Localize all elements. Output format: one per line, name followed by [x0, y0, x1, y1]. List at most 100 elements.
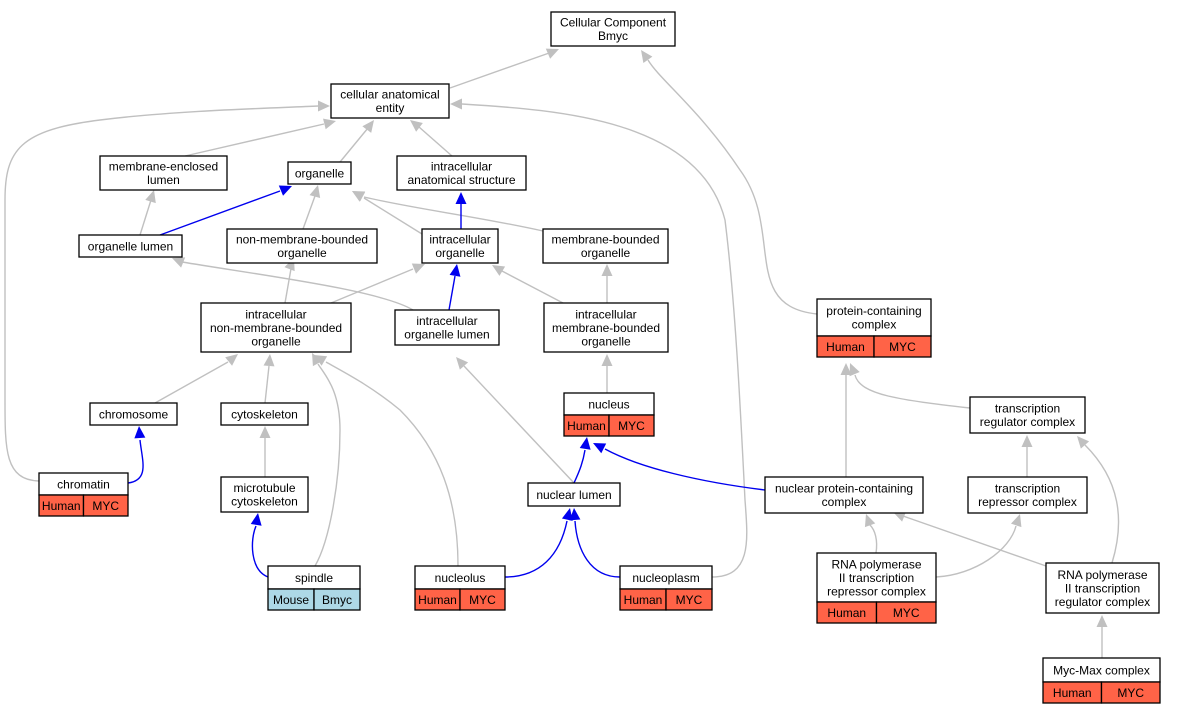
node-label-line: organelle — [295, 166, 345, 180]
edge-line — [461, 103, 748, 578]
edge-rnap2_repressor_complex-to-nuclear_protein_containing_complex — [864, 514, 878, 554]
node-tag-label: Human — [418, 593, 457, 607]
edge-nuclear_lumen-to-nucleus — [573, 437, 591, 484]
node-label-line: Myc-Max complex — [1053, 663, 1150, 677]
arrowhead-icon — [840, 363, 852, 375]
edge-line — [869, 524, 878, 554]
edge-nuclear_protein_containing_complex-to-nucleus — [593, 443, 766, 491]
arrowhead-icon — [593, 443, 607, 454]
arrowhead-icon — [450, 98, 462, 110]
edge-line — [504, 520, 568, 578]
node-box — [969, 396, 1086, 434]
node-tag-cell — [665, 588, 713, 611]
node-label-line: organelle — [581, 334, 631, 348]
node-box — [421, 228, 499, 264]
node-tag-label: Human — [567, 419, 606, 433]
arrowhead-icon — [263, 354, 275, 367]
edge-line — [251, 525, 269, 578]
node-label-line: spindle — [295, 571, 333, 585]
arrowhead-icon — [318, 100, 330, 112]
edge-line — [302, 195, 316, 230]
arrowhead-icon — [455, 192, 467, 204]
node-tag-label: MYC — [676, 593, 703, 607]
arrowhead-icon — [314, 355, 328, 366]
node-box — [1042, 657, 1161, 683]
node-tag-label: Human — [624, 593, 663, 607]
node-chromosome[interactable]: chromosome — [89, 402, 178, 426]
node-label-line: repressor complex — [978, 495, 1077, 509]
edge-line — [1084, 444, 1120, 564]
edge-line — [902, 515, 1047, 567]
arrowhead-icon — [172, 257, 186, 268]
node-tag-cell — [82, 494, 129, 517]
node-organelle-lumen[interactable]: organelle lumen — [78, 234, 183, 258]
edge-line — [363, 197, 423, 235]
arrowhead-icon — [1010, 514, 1022, 528]
edge-line — [448, 275, 456, 311]
edge-nucleolus-to-nuclear_lumen — [504, 508, 573, 578]
node-nuclear-lumen[interactable]: nuclear lumen — [527, 482, 621, 507]
node-cytoskeleton[interactable]: cytoskeleton — [220, 402, 309, 426]
edge-nuclear_protein_containing_complex-to-protein_containing_complex — [840, 363, 852, 477]
node-label-line: membrane-enclosed — [109, 160, 218, 174]
edge-line — [4, 105, 319, 482]
edge-myc_max_complex-to-rnap2_regulator_complex — [1096, 615, 1108, 658]
arrowhead-icon — [362, 120, 374, 133]
node-intracellular-nmb-organelle[interactable]: intracellularnon-membrane-boundedorganel… — [200, 302, 352, 353]
edge-membrane_enclosed_lumen-to-cellular_anatomical_entity — [184, 118, 336, 157]
node-box — [967, 476, 1088, 514]
node-label-line: organelle — [277, 246, 327, 260]
node-tag-cell — [873, 335, 932, 358]
edge-cytoskeleton-to-intracellular_nmb_organelle — [263, 354, 275, 404]
edge-cellular_anatomical_entity-to-root — [449, 48, 559, 89]
edge-nucleoplasm-to-cellular_anatomical_entity — [450, 98, 748, 578]
edge-line — [647, 59, 818, 315]
node-label-line: anatomical structure — [407, 173, 515, 187]
arrowhead-icon — [225, 354, 238, 366]
node-label-line: repressor complex — [827, 584, 926, 598]
node-label-line: organelle — [435, 246, 485, 260]
edge-line — [935, 525, 1017, 578]
edge-intracellular_organelle_lumen-to-intracellular_organelle — [448, 264, 461, 311]
edge-rnap2_repressor_complex-to-transcription_repressor_complex — [935, 514, 1022, 578]
node-label-line: organelle — [581, 246, 631, 260]
arrowhead-icon — [601, 354, 613, 366]
node-label-line: II transcription — [1065, 581, 1140, 595]
arrowhead-icon — [145, 190, 156, 204]
edge-line — [463, 365, 575, 484]
node-label-line: non-membrane-bounded — [236, 233, 368, 247]
node-label-line: nucleoplasm — [632, 571, 699, 585]
node-organelle[interactable]: organelle — [287, 161, 352, 185]
node-box — [816, 552, 937, 603]
node-box — [200, 302, 352, 353]
arrowhead-icon — [1077, 436, 1090, 449]
node-box — [220, 476, 309, 513]
edge-intracellular_anatomical_structure-to-cellular_anatomical_entity — [410, 120, 453, 157]
node-label-line: transcription — [995, 482, 1060, 496]
node-label-line: membrane-bounded — [552, 321, 660, 335]
node-label-line: complex — [822, 495, 867, 509]
edge-line — [363, 196, 544, 232]
